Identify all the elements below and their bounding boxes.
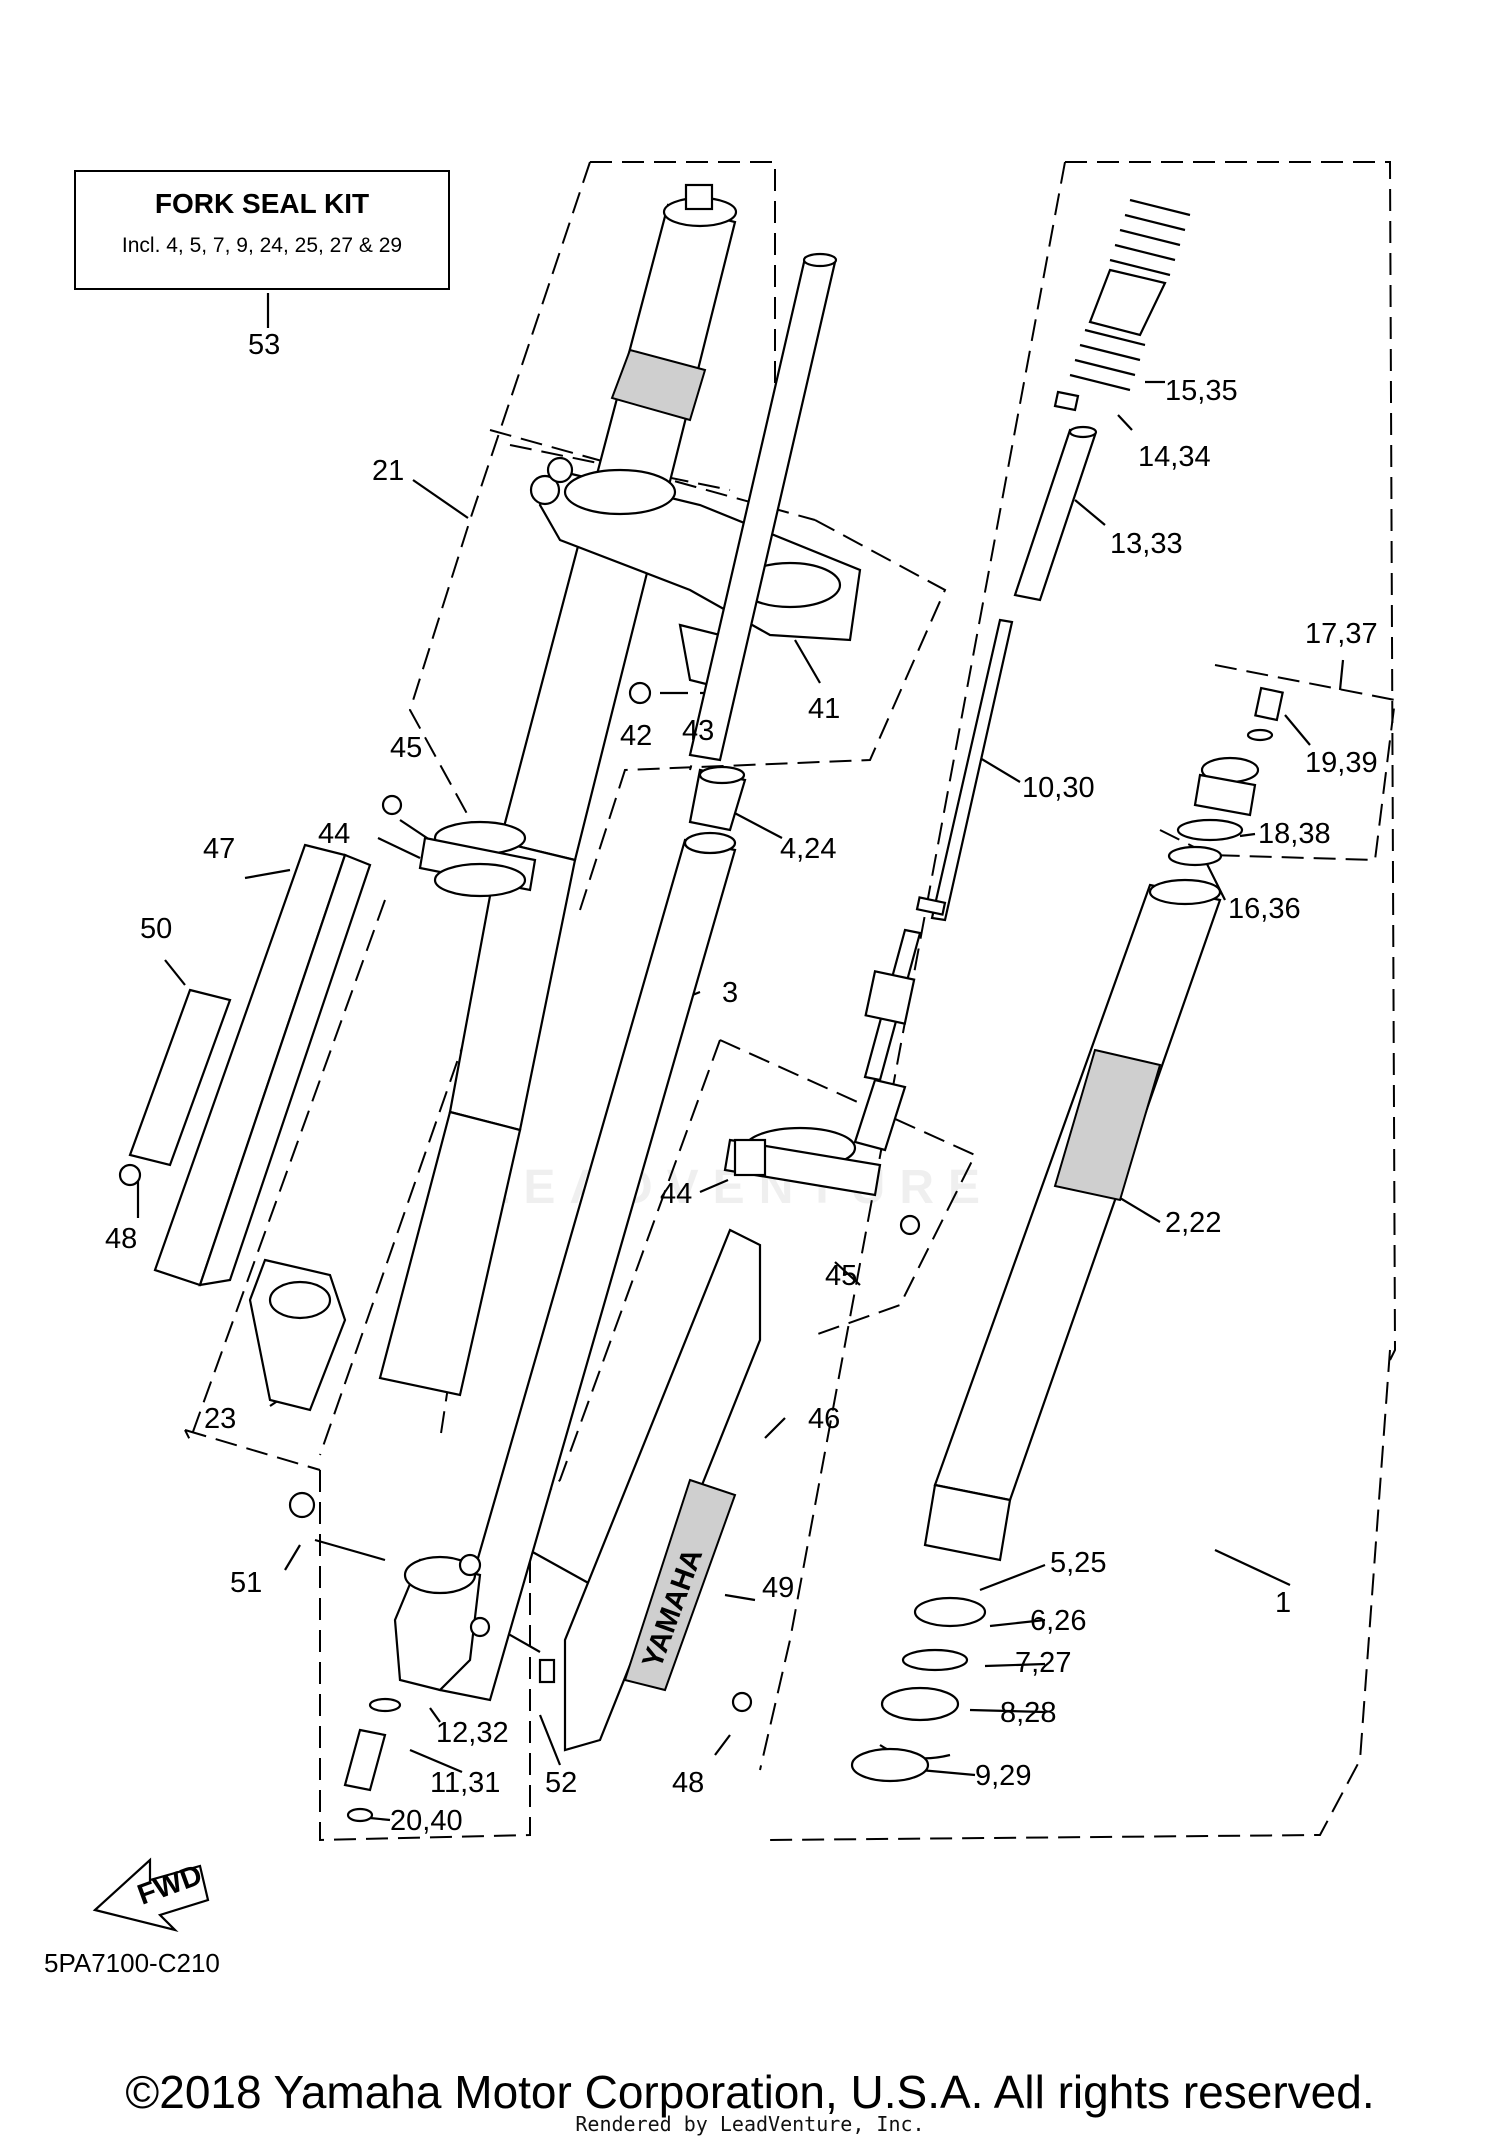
rendered-by-credit: Rendered by LeadVenture, Inc.: [575, 2112, 925, 2136]
callout-19-39: 19,39: [1305, 747, 1378, 779]
cap-bolt-assembly: [1167, 686, 1284, 867]
callout-47: 47: [203, 833, 235, 865]
callout-48-left: 48: [105, 1223, 137, 1255]
clamp-44-upper: [418, 820, 537, 898]
fork-spring: [1053, 198, 1191, 412]
callout-4-24: 4,24: [780, 833, 836, 865]
callout-10-30: 10,30: [1022, 772, 1095, 804]
callout-6-26: 6,26: [1030, 1605, 1086, 1637]
callout-44-lower: 44: [660, 1178, 692, 1210]
callout-44-upper: 44: [318, 818, 350, 850]
diagram-code: 5PA7100-C210: [44, 1948, 220, 1978]
clamp-44-lower: [723, 1126, 882, 1197]
callout-49: 49: [762, 1572, 794, 1604]
copyright-notice: ©2018 Yamaha Motor Corporation, U.S.A. A…: [125, 2066, 1375, 2118]
callout-23: 23: [204, 1403, 236, 1435]
callout-20-40: 20,40: [390, 1805, 463, 1837]
callout-43: 43: [682, 715, 714, 747]
callout-45-upper: 45: [390, 732, 422, 764]
callout-7-27: 7,27: [1015, 1647, 1071, 1679]
callout-45-lower: 45: [825, 1260, 857, 1292]
fwd-arrow-icon: FWD: [92, 1857, 210, 1933]
callout-13-33: 13,33: [1110, 528, 1183, 560]
leader-lines: [136, 293, 1345, 1822]
callout-46: 46: [808, 1403, 840, 1435]
outer-tube-right: [923, 878, 1222, 1562]
fork-seal-kit-box: FORK SEAL KIT Incl. 4, 5, 7, 9, 24, 25, …: [74, 170, 450, 290]
seal-stack: [850, 1596, 987, 1783]
callout-5-25: 5,25: [1050, 1547, 1106, 1579]
callout-2-22: 2,22: [1165, 1207, 1221, 1239]
callout-12-32: 12,32: [436, 1717, 509, 1749]
kit-contents: Incl. 4, 5, 7, 9, 24, 25, 27 & 29: [121, 234, 403, 257]
callout-9-29: 9,29: [975, 1760, 1031, 1792]
callout-53: 53: [248, 329, 280, 361]
hardware: [288, 681, 921, 1823]
outer-tube-assembly: [248, 183, 738, 1412]
fork-guard-left: [118, 843, 372, 1287]
callout-3: 3: [722, 977, 738, 1009]
callout-50: 50: [140, 913, 172, 945]
callout-21: 21: [372, 455, 404, 487]
callout-52: 52: [545, 1767, 577, 1799]
callout-51: 51: [230, 1567, 262, 1599]
axle-bracket: [393, 1553, 491, 1692]
callout-8-28: 8,28: [1000, 1697, 1056, 1729]
callout-15-35: 15,35: [1165, 375, 1238, 407]
callout-16-36: 16,36: [1228, 893, 1301, 925]
callout-42: 42: [620, 720, 652, 752]
callout-48-right: 48: [672, 1767, 704, 1799]
spacer-tube: [1013, 425, 1098, 602]
callout-11-31: 11,31: [430, 1767, 500, 1799]
inner-tube: [438, 765, 747, 1702]
kit-title: FORK SEAL KIT: [154, 188, 370, 219]
callout-17-37: 17,37: [1305, 618, 1378, 650]
callout-41: 41: [808, 693, 840, 725]
callout-14-34: 14,34: [1138, 441, 1211, 473]
callout-1: 1: [1275, 1587, 1291, 1619]
callout-18-38: 18,38: [1258, 818, 1331, 850]
callout-labels: 53 21 15,35 14,34 13,33 17,37 19,39 18,3…: [105, 329, 1378, 1837]
damper-rod: [853, 618, 1014, 1152]
steering-stem: [688, 252, 838, 762]
